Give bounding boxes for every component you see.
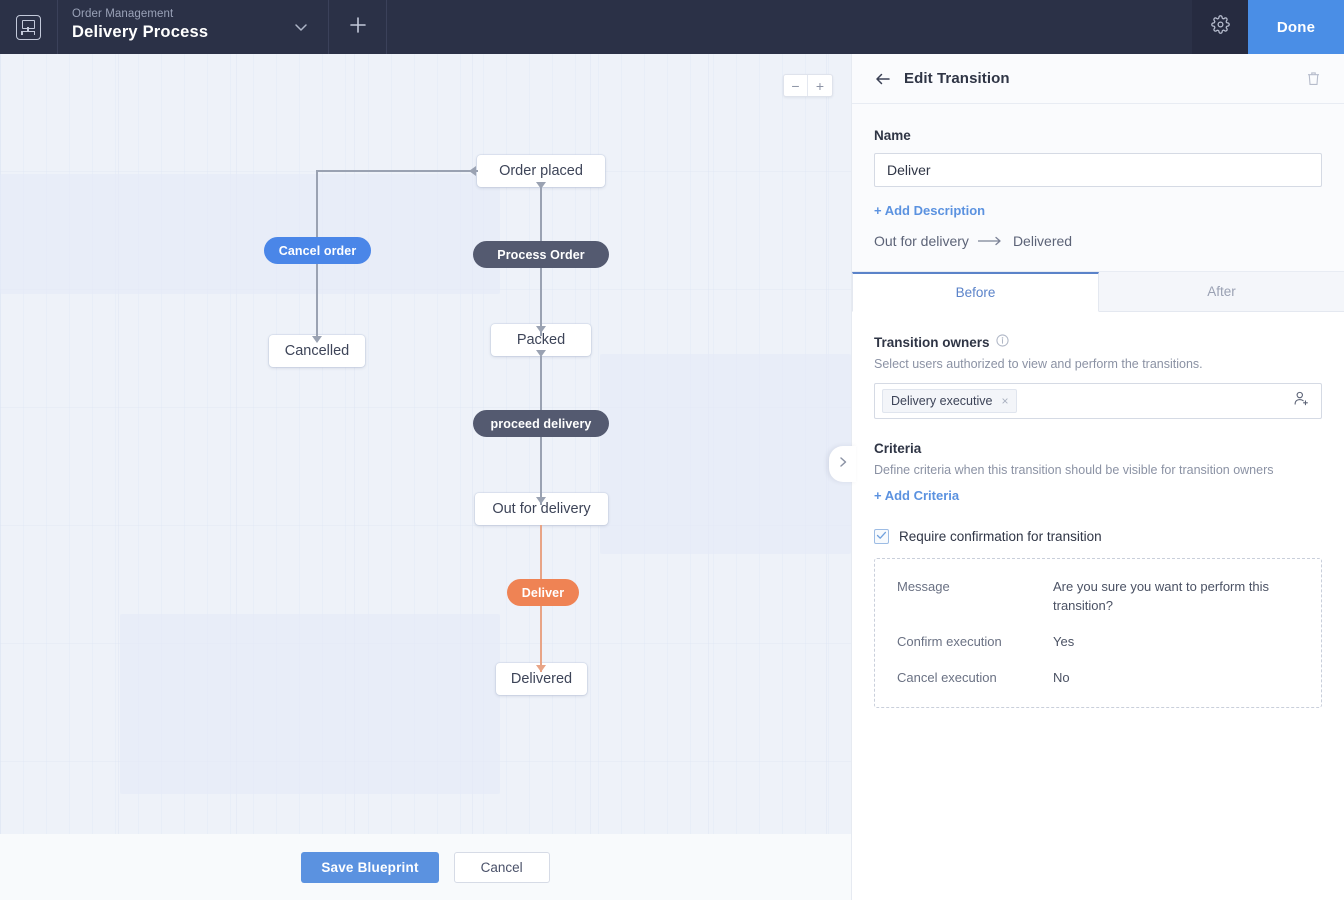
require-confirmation-checkbox[interactable] xyxy=(874,529,889,544)
add-description-link[interactable]: + Add Description xyxy=(874,203,985,218)
transition-path: Out for delivery Delivered xyxy=(874,233,1322,249)
confirmation-key: Confirm execution xyxy=(897,632,1053,651)
add-criteria-link[interactable]: + Add Criteria xyxy=(874,488,959,503)
transition-from-state: Out for delivery xyxy=(874,233,969,249)
transition-pill-proceed-delivery[interactable]: proceed delivery xyxy=(473,410,609,437)
transition-name-input[interactable] xyxy=(874,153,1322,187)
edge-outfordelivery-deliver xyxy=(540,525,542,579)
add-blueprint-button[interactable] xyxy=(329,0,387,54)
edit-transition-panel: Edit Transition Name + Add Description O… xyxy=(851,54,1344,900)
edge-orderplaced-horizontal xyxy=(316,170,478,172)
add-user-icon[interactable] xyxy=(1292,389,1311,413)
confirmation-key: Cancel execution xyxy=(897,668,1053,687)
done-button[interactable]: Done xyxy=(1248,0,1344,54)
close-icon[interactable]: × xyxy=(1001,394,1008,408)
transition-pill-deliver[interactable]: Deliver xyxy=(507,579,579,606)
criteria-heading: Criteria xyxy=(874,441,1322,456)
transition-to-state: Delivered xyxy=(1013,233,1072,249)
confirmation-key: Message xyxy=(897,577,1053,615)
owner-token-label: Delivery executive xyxy=(891,394,992,408)
app-logo-button[interactable] xyxy=(0,0,58,54)
transition-owners-label: Transition owners xyxy=(874,335,990,350)
transition-owners-field[interactable]: Delivery executive × xyxy=(874,383,1322,419)
owner-token[interactable]: Delivery executive × xyxy=(882,389,1017,413)
trash-icon[interactable] xyxy=(1305,70,1322,87)
panel-tabs: Before After xyxy=(852,272,1344,312)
criteria-description: Define criteria when this transition sho… xyxy=(874,463,1322,477)
canvas-texture xyxy=(0,174,500,294)
panel-header: Edit Transition xyxy=(852,54,1344,104)
arrow-outfordelivery-down xyxy=(536,497,546,504)
tab-after[interactable]: After xyxy=(1099,272,1344,312)
tab-before[interactable]: Before xyxy=(852,272,1099,312)
panel-body: Transition owners Select users authorize… xyxy=(852,312,1344,708)
arrow-cancelled-down xyxy=(312,336,322,343)
gear-icon xyxy=(1211,15,1230,39)
panel-collapse-button[interactable] xyxy=(829,446,856,482)
confirmation-row: Confirm execution Yes xyxy=(897,632,1299,651)
arrow-orderplaced-down xyxy=(536,182,546,189)
arrow-right-icon xyxy=(978,233,1004,249)
cancel-button[interactable]: Cancel xyxy=(454,852,550,883)
settings-button[interactable] xyxy=(1192,0,1248,54)
chevron-right-icon xyxy=(836,455,850,474)
transition-owners-heading: Transition owners xyxy=(874,334,1322,350)
topbar-spacer xyxy=(387,0,1192,54)
arrow-packed-proceed xyxy=(536,350,546,357)
confirmation-details-box: Message Are you sure you want to perform… xyxy=(874,558,1322,708)
breadcrumb-module: Order Management xyxy=(72,7,273,22)
edge-packed-proceed xyxy=(540,356,542,410)
canvas-texture xyxy=(600,354,851,554)
info-icon[interactable] xyxy=(996,334,1009,350)
confirmation-row: Message Are you sure you want to perform… xyxy=(897,577,1299,615)
zoom-controls[interactable]: − + xyxy=(783,74,833,97)
chevron-down-icon xyxy=(292,18,310,36)
blueprint-canvas[interactable]: − + Order placed Cancelled Packed Out fo… xyxy=(0,54,851,900)
transition-pill-process-order[interactable]: Process Order xyxy=(473,241,609,268)
transition-owners-description: Select users authorized to view and perf… xyxy=(874,357,1322,371)
require-confirmation-label: Require confirmation for transition xyxy=(899,529,1102,544)
blueprint-title-block: Order Management Delivery Process xyxy=(58,0,273,54)
confirmation-row: Cancel execution No xyxy=(897,668,1299,687)
confirmation-value: Yes xyxy=(1053,632,1299,651)
arrow-packed-down xyxy=(536,326,546,333)
require-confirmation-row[interactable]: Require confirmation for transition xyxy=(874,529,1322,544)
top-bar: Order Management Delivery Process Done xyxy=(0,0,1344,54)
zoom-in-button[interactable]: + xyxy=(808,75,832,96)
canvas-action-bar: Save Blueprint Cancel xyxy=(0,834,851,900)
arrow-orderplaced-left xyxy=(469,166,476,176)
page-title: Delivery Process xyxy=(72,22,273,43)
transition-name-section: Name + Add Description Out for delivery … xyxy=(852,104,1344,272)
edge-orderplaced-processorder xyxy=(540,186,542,240)
panel-title: Edit Transition xyxy=(904,70,1305,87)
zoom-out-button[interactable]: − xyxy=(784,75,808,96)
save-blueprint-button[interactable]: Save Blueprint xyxy=(301,852,438,883)
confirmation-value: Are you sure you want to perform this tr… xyxy=(1053,577,1299,615)
name-label: Name xyxy=(874,128,1322,143)
blueprint-switcher-button[interactable] xyxy=(273,0,329,54)
transition-pill-cancel-order[interactable]: Cancel order xyxy=(264,237,371,264)
plus-icon xyxy=(348,15,368,40)
blueprint-icon xyxy=(16,15,41,40)
confirmation-value: No xyxy=(1053,668,1299,687)
canvas-texture xyxy=(120,614,500,794)
check-icon xyxy=(876,528,887,546)
criteria-label: Criteria xyxy=(874,441,921,456)
back-arrow-icon[interactable] xyxy=(874,70,892,88)
arrow-delivered-down xyxy=(536,665,546,672)
